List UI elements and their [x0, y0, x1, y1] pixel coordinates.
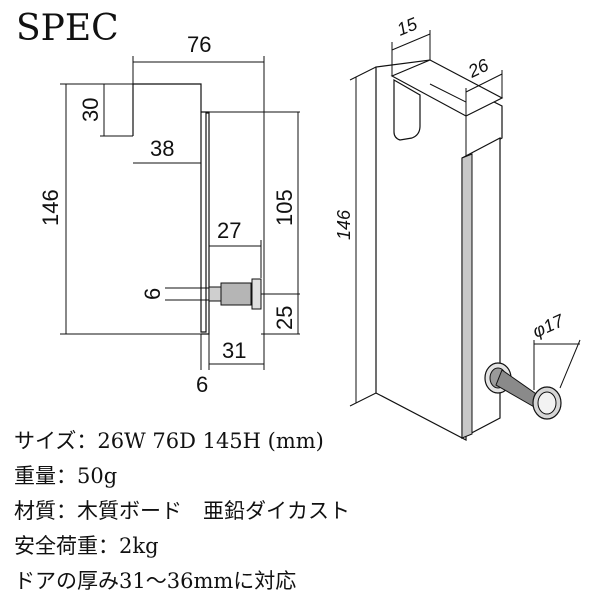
iso-dim-26-line: [465, 73, 503, 93]
dim-146: 146: [38, 189, 63, 226]
iso-view: 15 26 146 φ17: [334, 13, 581, 441]
iso-dim-15: 15: [394, 13, 421, 39]
iso-dim-26: 26: [464, 54, 493, 82]
dim-105: 105: [272, 189, 297, 226]
iso-dim-15-line: [391, 33, 431, 51]
spec-size: サイズ：26W 76D 145H (mm): [14, 429, 324, 453]
spec-list: サイズ：26W 76D 145H (mm) 重量：50g 材質：木質ボード 亜鉛…: [14, 424, 594, 599]
spec-door-thickness: ドアの厚み31～36mmに対応: [14, 569, 297, 593]
iso-knob: [484, 362, 562, 420]
spec-load: 安全荷重：2kg: [14, 534, 159, 558]
dim-6-knob: 6: [140, 288, 165, 300]
spec-title: SPEC: [16, 8, 119, 49]
dim-31: 31: [222, 338, 246, 363]
board-outline: [201, 111, 210, 335]
iso-lip: [393, 78, 421, 141]
spec-weight: 重量：50g: [14, 464, 118, 488]
dim-25: 25: [272, 306, 297, 330]
iso-dim-phi17: φ17: [529, 310, 567, 342]
spec-material: 材質：木質ボード 亜鉛ダイカスト: [14, 499, 350, 523]
iso-dim-146: 146: [334, 209, 354, 240]
side-knob: [165, 278, 262, 310]
dim-27: 27: [217, 218, 241, 243]
dim-30: 30: [78, 98, 103, 122]
dim-38: 38: [150, 136, 174, 161]
iso-board-edge: [461, 153, 473, 439]
dim-6-board: 6: [196, 372, 208, 397]
hook-outline: [133, 83, 209, 333]
dim-76: 76: [187, 32, 211, 57]
side-view: 76 30 38 146 105 27 6 25 31 6: [38, 32, 300, 397]
